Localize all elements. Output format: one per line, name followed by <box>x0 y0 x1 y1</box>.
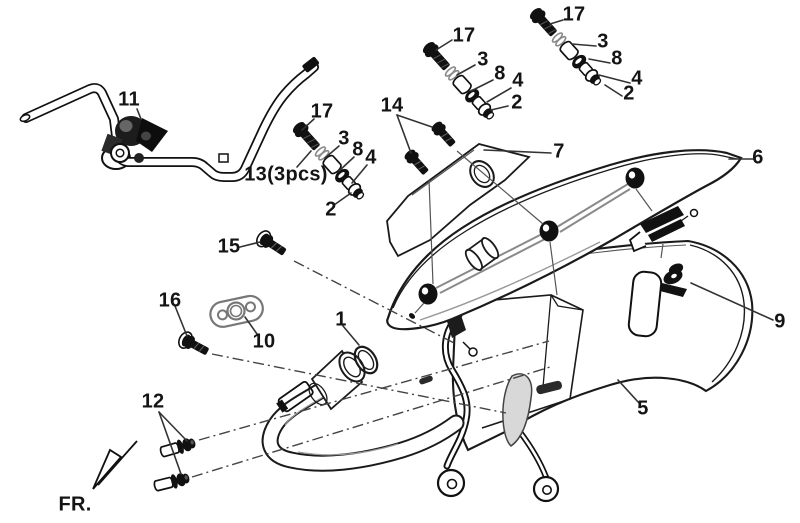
callout-3-right: 3 <box>597 30 609 53</box>
bolt-12b <box>152 469 192 495</box>
bolt-16 <box>178 331 212 359</box>
callout-2-right: 2 <box>623 82 635 105</box>
callout-fr: FR. <box>58 493 92 516</box>
ring-gasket-1 <box>353 345 379 375</box>
callout-13: 13(3pcs) <box>244 163 328 186</box>
callout-14: 14 <box>380 94 404 117</box>
assembly-lines <box>428 150 664 296</box>
callout-8-left: 8 <box>352 138 364 161</box>
cover-mount-boss <box>418 167 645 305</box>
callout-15: 15 <box>217 235 241 258</box>
callout-9: 9 <box>774 310 786 333</box>
callout-2-mid: 2 <box>511 91 523 114</box>
pipe-assembly-11 <box>19 56 319 182</box>
callout-17-left: 17 <box>310 100 334 123</box>
latch-plate <box>628 206 699 253</box>
fr-arrow <box>92 440 138 490</box>
callout-4-left: 4 <box>365 146 377 169</box>
callout-4-right: 4 <box>631 67 643 90</box>
hanger-bracket <box>436 311 560 503</box>
rubber-damper <box>502 373 533 447</box>
callout-2-left: 2 <box>325 198 337 221</box>
bolt-14b <box>401 146 432 178</box>
callout-17-mid: 17 <box>452 24 476 47</box>
muffler-cap-bracket-9 <box>627 263 687 338</box>
callout-11: 11 <box>118 88 140 111</box>
leader-lines <box>136 19 774 475</box>
callout-10: 10 <box>252 330 276 353</box>
pipe-gasket-10 <box>209 294 264 328</box>
callout-17-right: 17 <box>562 3 586 26</box>
callout-7: 7 <box>553 140 565 163</box>
callout-5: 5 <box>637 397 649 420</box>
rolled-edge-line <box>392 153 738 309</box>
exhaust-pipe <box>261 349 465 472</box>
bolt-15 <box>256 230 289 259</box>
callout-12: 12 <box>141 390 165 413</box>
callout-8-mid: 8 <box>494 62 506 85</box>
spacer-tube <box>464 237 500 271</box>
endcap-inner-line <box>689 244 746 383</box>
muffler-body <box>419 239 754 503</box>
callout-6: 6 <box>752 146 764 169</box>
air-valve <box>101 116 168 163</box>
vent-slot <box>536 380 562 395</box>
pipe-clamp <box>276 380 314 413</box>
callout-16: 16 <box>158 289 182 312</box>
callout-8-right: 8 <box>611 47 623 70</box>
callout-1: 1 <box>335 308 347 331</box>
bolt-14a <box>428 118 459 150</box>
callout-3-mid: 3 <box>477 48 489 71</box>
callout-4-mid: 4 <box>512 69 524 92</box>
bolt-12a <box>158 434 199 461</box>
axis-dashdot-lines <box>191 260 551 478</box>
callout-3-left: 3 <box>338 127 350 150</box>
